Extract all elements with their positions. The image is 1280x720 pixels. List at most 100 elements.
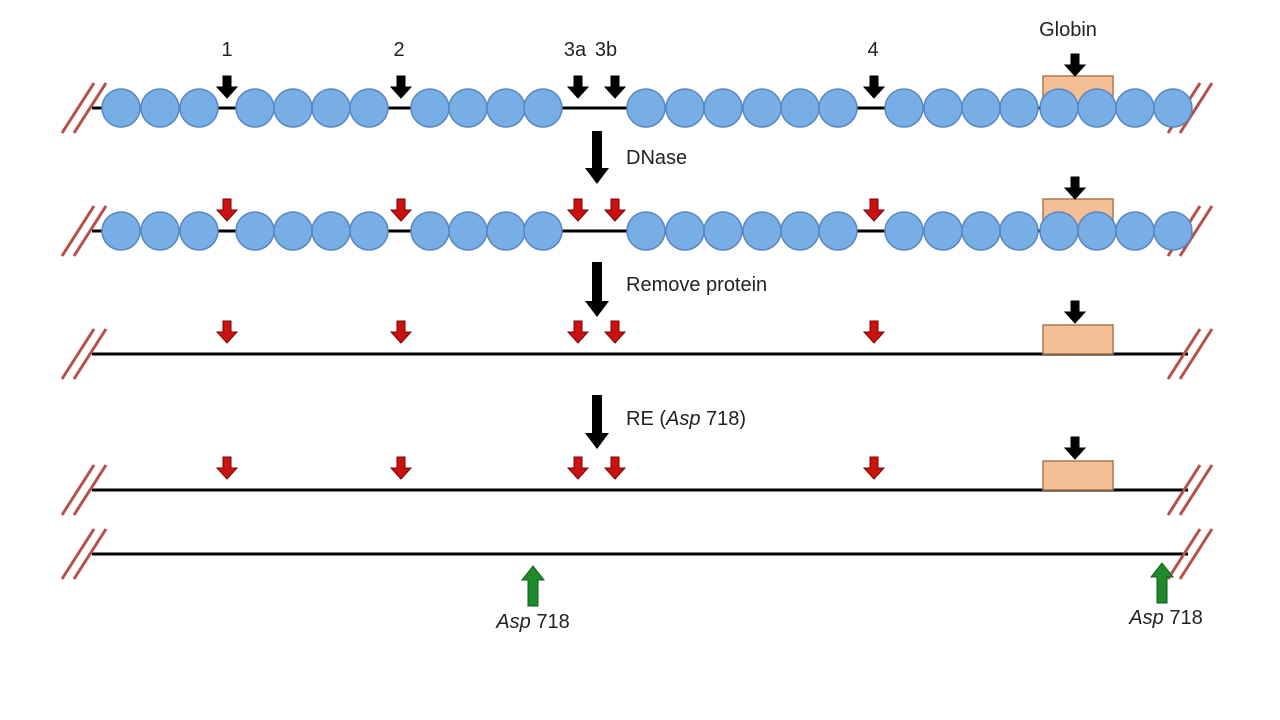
break-mark — [60, 205, 96, 257]
dnase-cut-arrow — [566, 456, 590, 480]
dnase-cut-arrow — [215, 198, 239, 222]
nucleosome — [780, 88, 820, 128]
nucleosome — [486, 211, 526, 251]
step-arrows — [585, 131, 609, 449]
nucleosome — [140, 211, 180, 251]
site-label-4: 4 — [867, 39, 878, 61]
asp-enzyme: Asp — [495, 611, 530, 633]
nucleosome — [235, 88, 275, 128]
row-dnase-cut-chromatin — [60, 176, 1214, 257]
asp718-label-left: Asp 718 — [495, 611, 569, 633]
break-mark — [72, 464, 108, 516]
nucleosome — [523, 211, 563, 251]
nucleosome — [311, 211, 351, 251]
re-enzyme: Asp — [665, 408, 700, 430]
break-mark — [1166, 528, 1202, 580]
nucleosome — [1153, 211, 1193, 251]
re-suffix: 718) — [700, 408, 746, 430]
break-mark — [60, 82, 96, 134]
nucleosome — [923, 211, 963, 251]
dnase-cut-arrow — [389, 320, 413, 344]
dnase-cut-arrow — [215, 320, 239, 344]
dnase-cut-arrow — [862, 456, 886, 480]
nucleosome — [349, 211, 389, 251]
site-label-2: 2 — [393, 39, 404, 61]
re-prefix: RE ( — [626, 408, 666, 430]
hypersensitive-site-arrow — [603, 75, 627, 99]
nucleosome — [179, 88, 219, 128]
dnase-cut-arrow — [603, 320, 627, 344]
dnase-cut-arrow — [862, 320, 886, 344]
nucleosome — [703, 211, 743, 251]
nucleosome — [626, 88, 666, 128]
globin-box — [1042, 460, 1114, 491]
asp-number: 718 — [531, 611, 570, 633]
step-label-re: RE (Asp 718) — [626, 408, 746, 430]
break-mark — [1166, 328, 1202, 380]
step-label-remove-protein: Remove protein — [626, 274, 767, 296]
nucleosome — [349, 88, 389, 128]
dnase-cut-arrow — [862, 198, 886, 222]
break-mark — [72, 205, 108, 257]
row-re-digested-dna — [60, 436, 1214, 516]
nucleosome — [311, 88, 351, 128]
break-mark — [1178, 464, 1214, 516]
dnase-cut-arrow — [566, 320, 590, 344]
nucleosome — [1077, 88, 1117, 128]
nucleosome — [410, 211, 450, 251]
hypersensitive-site-arrow — [389, 75, 413, 99]
globin-label: Globin — [1039, 19, 1097, 41]
dnase-cut-arrow — [389, 198, 413, 222]
nucleosome — [523, 88, 563, 128]
globin-site-arrow — [1063, 176, 1087, 200]
dnase-cut-arrow — [215, 456, 239, 480]
nucleosome — [1153, 88, 1193, 128]
break-mark — [1166, 464, 1202, 516]
asp718-site-arrow — [520, 565, 546, 607]
asp-enzyme: Asp — [1128, 607, 1163, 629]
nucleosome — [101, 88, 141, 128]
nucleosome — [999, 211, 1039, 251]
site-label-3b: 3b — [595, 39, 617, 61]
asp-number: 718 — [1164, 607, 1203, 629]
globin-site-arrow — [1063, 300, 1087, 324]
nucleosome — [235, 211, 275, 251]
dnase-cut-arrow — [566, 198, 590, 222]
break-mark — [72, 528, 108, 580]
row-asp718-map — [60, 528, 1214, 607]
row-naked-dna — [60, 300, 1214, 380]
nucleosome — [923, 88, 963, 128]
nucleosome — [703, 88, 743, 128]
step-label-dnase: DNase — [626, 147, 687, 169]
nucleosome — [742, 211, 782, 251]
break-mark — [1178, 82, 1214, 134]
nucleosome — [818, 211, 858, 251]
step-arrow-dnase — [585, 131, 609, 184]
nucleosome — [665, 211, 705, 251]
break-mark — [60, 464, 96, 516]
nucleosome — [1115, 88, 1155, 128]
nucleosome — [780, 211, 820, 251]
nucleosome — [273, 88, 313, 128]
break-mark — [1178, 328, 1214, 380]
break-mark — [1178, 528, 1214, 580]
nucleosome — [448, 211, 488, 251]
nucleosome — [179, 211, 219, 251]
nucleosome — [1039, 211, 1079, 251]
nucleosome — [999, 88, 1039, 128]
hypersensitive-site-arrow — [566, 75, 590, 99]
row-intact-chromatin — [60, 53, 1214, 134]
nucleosome — [1077, 211, 1117, 251]
break-mark — [72, 328, 108, 380]
globin-box — [1042, 324, 1114, 355]
nucleosome — [410, 88, 450, 128]
nucleosome — [884, 88, 924, 128]
nucleosome — [742, 88, 782, 128]
break-mark — [72, 82, 108, 134]
break-mark — [60, 328, 96, 380]
globin-site-arrow — [1063, 436, 1087, 460]
step-arrow-remove-protein — [585, 262, 609, 317]
nucleosome — [486, 88, 526, 128]
step-arrow-re — [585, 395, 609, 449]
